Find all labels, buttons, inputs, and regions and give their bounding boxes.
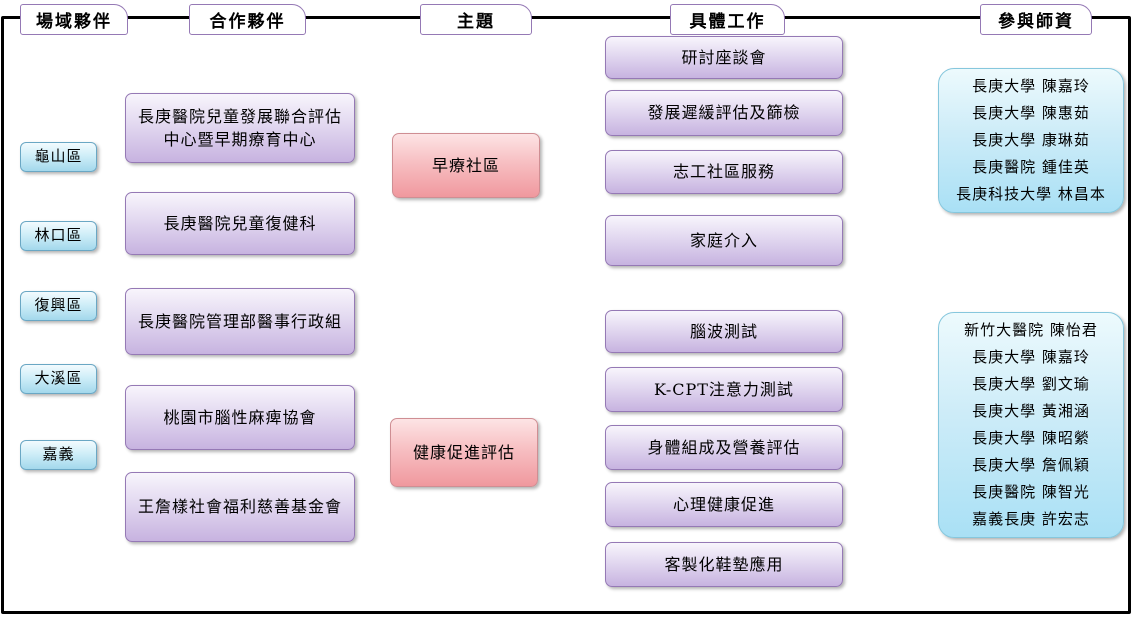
faculty-line: 長庚醫院 鍾佳英: [972, 158, 1090, 176]
theme-health-promotion-assessment: 健康促進評估: [390, 418, 538, 487]
task-kcpt-attention-test: K-CPT注意力測試: [605, 367, 843, 412]
task-delay-screening: 發展遲緩評估及篩檢: [605, 90, 843, 136]
partner-label: 桃園市腦性麻痺協會: [163, 407, 317, 427]
partner-medical-admin: 長庚醫院管理部醫事行政組: [125, 288, 355, 355]
task-label: 身體組成及營養評估: [647, 437, 801, 457]
faculty-group-early-intervention: 長庚大學 陳嘉玲 長庚大學 陳惠茹 長庚大學 康琳茹 長庚醫院 鍾佳英 長庚科技…: [938, 68, 1124, 213]
faculty-group-health-promotion: 新竹大醫院 陳怡君 長庚大學 陳嘉玲 長庚大學 劉文瑜 長庚大學 黃湘涵 長庚大…: [938, 312, 1124, 538]
header-label: 具體工作: [689, 12, 766, 32]
faculty-line: 長庚大學 黃湘涵: [972, 402, 1090, 420]
faculty-line: 長庚大學 陳惠茹: [972, 104, 1090, 122]
task-label: 志工社區服務: [672, 162, 775, 182]
partner-label: 長庚醫院兒童發展聯合評估中心暨早期療育中心: [137, 106, 342, 149]
task-label: 心理健康促進: [672, 494, 775, 514]
header-cooperation-partners: 合作夥伴: [189, 4, 306, 35]
partner-label: 王詹樣社會福利慈善基金會: [137, 497, 342, 517]
header-label: 參與師資: [998, 12, 1074, 32]
faculty-line: 長庚大學 陳嘉玲: [972, 348, 1090, 366]
header-theme: 主題: [420, 4, 532, 35]
diagram-frame: [1, 16, 1131, 614]
task-mental-health-promotion: 心理健康促進: [605, 482, 843, 527]
faculty-line: 嘉義長庚 許宏志: [972, 510, 1090, 528]
header-participating-faculty: 參與師資: [980, 4, 1092, 35]
task-body-composition-nutrition: 身體組成及營養評估: [605, 425, 843, 470]
region-label: 復興區: [34, 296, 83, 315]
region-label: 大溪區: [34, 369, 83, 388]
task-label: 研討座談會: [681, 47, 767, 67]
partner-label: 長庚醫院管理部醫事行政組: [137, 311, 342, 331]
region-chiayi: 嘉義: [20, 440, 97, 470]
region-label: 林口區: [34, 226, 83, 245]
theme-label: 健康促進評估: [412, 442, 515, 462]
region-label: 嘉義: [42, 445, 75, 464]
task-custom-insole: 客製化鞋墊應用: [605, 542, 843, 587]
theme-early-intervention-community: 早療社區: [392, 133, 540, 198]
header-specific-work: 具體工作: [670, 4, 785, 35]
task-label: 客製化鞋墊應用: [664, 554, 784, 574]
region-label: 龜山區: [34, 147, 83, 166]
header-label: 場域夥伴: [36, 12, 112, 32]
theme-label: 早療社區: [431, 155, 500, 175]
header-field-partners: 場域夥伴: [20, 4, 128, 35]
faculty-line: 長庚大學 陳昭縈: [972, 429, 1090, 447]
faculty-line: 長庚大學 陳嘉玲: [972, 77, 1090, 95]
faculty-line: 長庚科技大學 林昌本: [956, 185, 1106, 203]
task-eeg-test: 腦波測試: [605, 310, 843, 353]
task-volunteer-service: 志工社區服務: [605, 150, 843, 194]
region-fuxing: 復興區: [20, 291, 97, 321]
header-label: 合作夥伴: [209, 12, 286, 32]
header-label: 主題: [457, 12, 495, 32]
task-label: K-CPT注意力測試: [654, 379, 794, 399]
faculty-line: 長庚大學 詹佩穎: [972, 456, 1090, 474]
faculty-line: 新竹大醫院 陳怡君: [964, 321, 1098, 339]
faculty-line: 長庚大學 康琳茹: [972, 131, 1090, 149]
task-label: 家庭介入: [689, 230, 758, 250]
region-guishan: 龜山區: [20, 142, 97, 172]
task-seminar: 研討座談會: [605, 36, 843, 79]
partner-cerebral-palsy-assoc: 桃園市腦性麻痺協會: [125, 385, 355, 450]
partner-child-rehab: 長庚醫院兒童復健科: [125, 192, 355, 255]
faculty-line: 長庚大學 劉文瑜: [972, 375, 1090, 393]
region-linkou: 林口區: [20, 221, 97, 251]
task-label: 腦波測試: [689, 321, 758, 341]
partner-child-development-center: 長庚醫院兒童發展聯合評估中心暨早期療育中心: [125, 93, 355, 163]
partner-charity-foundation: 王詹樣社會福利慈善基金會: [125, 472, 355, 542]
task-family-intervention: 家庭介入: [605, 215, 843, 266]
task-label: 發展遲緩評估及篩檢: [647, 103, 801, 123]
faculty-line: 長庚醫院 陳智光: [972, 483, 1090, 501]
region-daxi: 大溪區: [20, 364, 97, 394]
partner-label: 長庚醫院兒童復健科: [163, 213, 317, 233]
